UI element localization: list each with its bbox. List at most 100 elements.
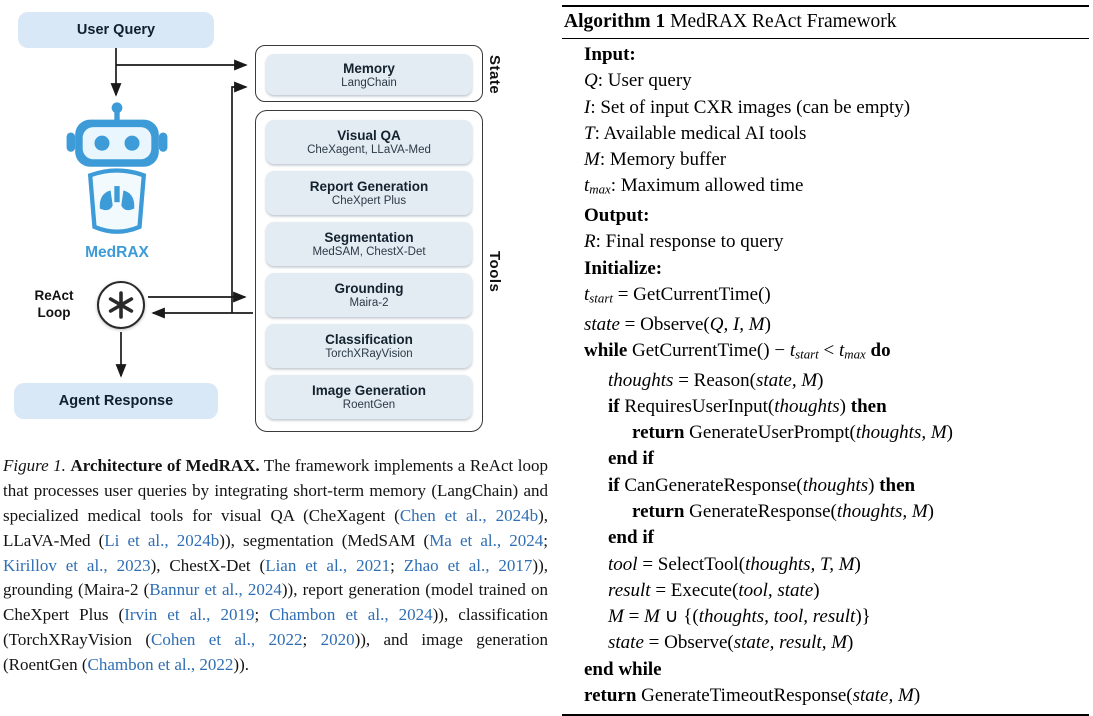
text-segment: ; <box>302 630 321 650</box>
text-segment: Architecture of MedRAX. <box>70 456 260 475</box>
text-segment: tool <box>608 553 638 575</box>
algorithm-line: Q: User query <box>584 68 1089 94</box>
text-segment: end if <box>608 527 654 549</box>
text-segment: thoughts <box>608 369 674 391</box>
text-segment: return <box>584 685 637 707</box>
citation-link[interactable]: Kirillov et al., 2023 <box>3 555 151 575</box>
text-segment: : Available medical AI tools <box>594 122 807 144</box>
text-segment: )), and image generation (RoentGen ( <box>3 630 548 675</box>
text-segment: R <box>584 231 596 253</box>
text-segment: thoughts, M <box>855 422 947 444</box>
memory-container: Memory LangChain <box>255 45 483 102</box>
algorithm-line: return GenerateUserPrompt(thoughts, M) <box>584 420 1089 446</box>
text-segment: M <box>608 606 624 628</box>
text-segment: ) <box>913 685 921 707</box>
text-segment: ; <box>254 605 270 625</box>
citation-link[interactable]: Zhao et al., 2017 <box>403 555 533 575</box>
citation-link[interactable]: Irvin et al., 2019 <box>124 605 255 625</box>
citation-link[interactable]: Lian et al., 2021 <box>265 555 391 575</box>
text-segment: ), LLaVA-Med ( <box>3 505 548 550</box>
arrow-loop-to-memory <box>231 81 248 313</box>
text-segment: : Final response to query <box>595 231 784 253</box>
text-segment: )), report generation (model trained on … <box>3 580 548 625</box>
text-segment: ; <box>390 555 404 575</box>
text-segment: = Observe( <box>619 313 710 335</box>
text-segment: I <box>584 96 591 118</box>
tool-title: Classification <box>325 332 413 347</box>
text-segment: max <box>844 346 866 362</box>
text-segment: thoughts, tool, result <box>698 606 856 628</box>
figure-caption: Figure 1. Architecture of MedRAX. The fr… <box>3 454 548 678</box>
algorithm-line: Input: <box>584 42 1089 68</box>
react-loop-line1: ReAct <box>34 288 74 303</box>
medrax-label: MedRAX <box>85 244 149 261</box>
citation-link[interactable]: Cohen et al., 2022 <box>151 630 303 650</box>
text-segment: thoughts, M <box>836 500 928 522</box>
text-segment: t <box>838 339 845 361</box>
text-segment: ) <box>813 579 820 601</box>
text-segment: M <box>644 606 660 628</box>
text-segment: < <box>818 339 839 361</box>
text-segment: GenerateResponse( <box>684 500 837 522</box>
tool-subtitle: Maira-2 <box>349 297 389 309</box>
text-segment: = Observe( <box>643 632 734 654</box>
tool-title: Image Generation <box>311 383 427 398</box>
tool-title: Visual QA <box>337 128 401 143</box>
text-segment: : User query <box>597 70 692 92</box>
algorithm-panel: Algorithm 1 MedRAX ReAct Framework Input… <box>562 5 1089 716</box>
text-segment: tool, state <box>738 579 814 601</box>
text-segment: Algorithm 1 <box>564 11 666 32</box>
algorithm-line: end while <box>584 657 1089 683</box>
text-segment: start <box>589 290 613 306</box>
text-segment: ), ChestX-Det ( <box>150 555 266 575</box>
algorithm-line: tool = SelectTool(thoughts, T, M) <box>584 552 1089 578</box>
algorithm-line: tmax: Maximum allowed time <box>584 173 1089 203</box>
text-segment: = Execute( <box>650 579 739 601</box>
text-segment: GenerateTimeoutResponse( <box>636 685 853 707</box>
text-segment: ) <box>854 553 861 575</box>
text-segment: = <box>623 606 645 628</box>
text-segment: max <box>589 181 611 197</box>
text-segment: )} <box>855 606 871 628</box>
text-segment: then <box>879 474 916 496</box>
text-segment: while <box>584 339 628 361</box>
text-segment: : Maximum allowed time <box>610 175 804 197</box>
memory-subtitle: LangChain <box>341 76 397 89</box>
algorithm-line: if CanGenerateResponse(thoughts) then <box>584 473 1089 499</box>
text-segment: Initialize: <box>584 257 663 279</box>
citation-link[interactable]: Li et al., 2024b <box>104 530 220 550</box>
text-segment: GetCurrentTime() − <box>627 339 790 361</box>
citation-link[interactable]: 2020 <box>320 630 355 650</box>
react-loop-label: ReAct Loop <box>16 288 92 322</box>
text-segment: state, result, M <box>733 632 848 654</box>
text-segment: Output: <box>584 205 650 227</box>
text-segment: end if <box>608 448 654 470</box>
citation-link[interactable]: Chen et al., 2024b <box>399 505 539 525</box>
algorithm-line: T: Available medical AI tools <box>584 121 1089 147</box>
tool-title: Segmentation <box>324 230 414 245</box>
text-segment: )), segmentation (MedSAM ( <box>219 530 430 550</box>
algorithm-line: end if <box>584 525 1089 551</box>
user-query-box: User Query <box>18 12 214 48</box>
architecture-diagram: User Query MedRAX ReAct Loop <box>0 0 548 448</box>
tool-title: Report Generation <box>309 179 429 194</box>
citation-link[interactable]: Chambon et al., 2022 <box>87 655 234 675</box>
text-segment: state <box>608 632 644 654</box>
text-segment: ) <box>927 500 934 522</box>
text-segment: state, M <box>852 685 914 707</box>
tools-side-label: Tools <box>486 251 503 293</box>
citation-link[interactable]: Chambon et al., 2024 <box>269 605 433 625</box>
memory-title: Memory <box>343 60 395 76</box>
text-segment: = Reason( <box>673 369 756 391</box>
citation-link[interactable]: Ma et al., 2024 <box>429 530 544 550</box>
tool-subtitle: RoentGen <box>342 399 396 411</box>
memory-box: Memory LangChain <box>266 54 472 95</box>
llm-node <box>97 281 145 329</box>
text-segment: : Set of input CXR images (can be empty) <box>590 96 911 118</box>
algorithm-line: M = M ∪ {(thoughts, tool, result)} <box>584 604 1089 630</box>
tool-subtitle: CheXagent, LLaVA-Med <box>307 144 431 156</box>
citation-link[interactable]: Bannur et al., 2024 <box>149 580 282 600</box>
